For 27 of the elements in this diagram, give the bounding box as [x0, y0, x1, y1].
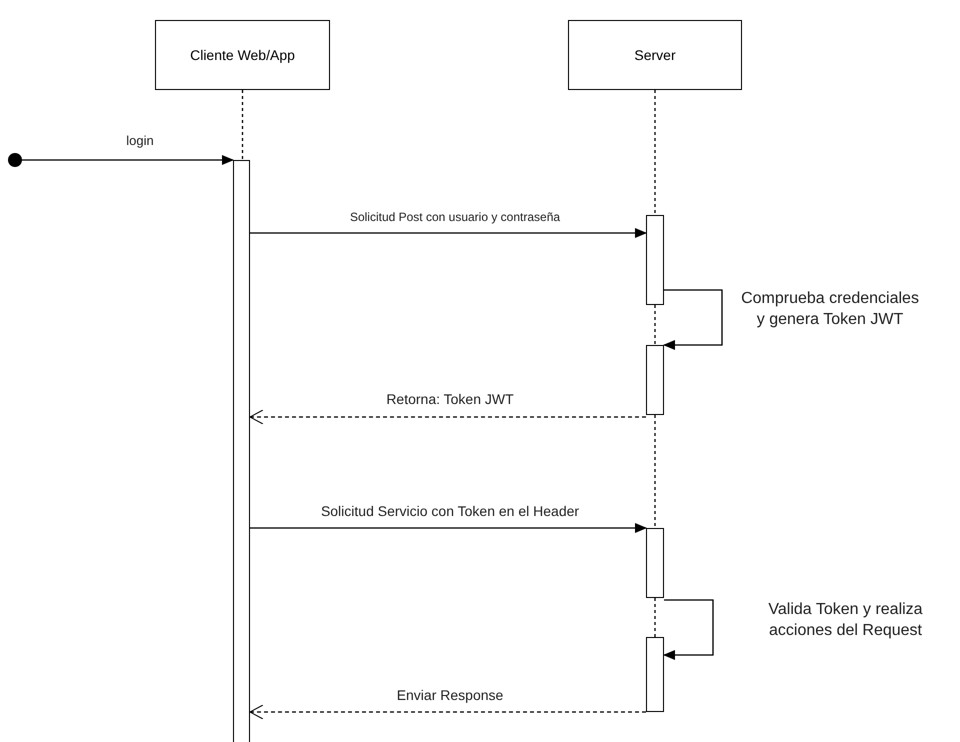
return-arrow	[250, 410, 646, 424]
message-label: Solicitud Post con usuario y contraseña	[348, 210, 562, 226]
lifeline	[242, 90, 244, 160]
message-label: Valida Token y realiza acciones del Request	[767, 600, 924, 641]
message-label: Comprueba credenciales y genera Token JWT	[740, 289, 920, 330]
self-message-arrow	[663, 599, 714, 660]
message-label: Retorna: Token JWT	[385, 390, 515, 408]
start-dot	[8, 153, 22, 167]
activation-bar	[646, 528, 664, 598]
participant-box: Server	[568, 20, 742, 90]
participant-box: Cliente Web/App	[155, 20, 330, 90]
activation-bar	[646, 345, 664, 415]
lifeline	[654, 90, 656, 215]
message-arrow	[250, 523, 647, 533]
message-label: login	[125, 133, 155, 150]
return-arrow	[250, 704, 646, 720]
activation-bar	[233, 160, 250, 742]
lifeline	[654, 305, 656, 345]
self-message-arrow	[663, 289, 723, 350]
activation-bar	[646, 215, 664, 305]
lifeline	[654, 415, 656, 528]
activation-bar	[646, 637, 664, 712]
lifeline	[654, 598, 656, 637]
message-arrow	[22, 155, 234, 165]
message-label: Solicitud Servicio con Token en el Header	[320, 502, 580, 520]
message-label: Enviar Response	[396, 686, 504, 704]
message-arrow	[250, 228, 647, 238]
